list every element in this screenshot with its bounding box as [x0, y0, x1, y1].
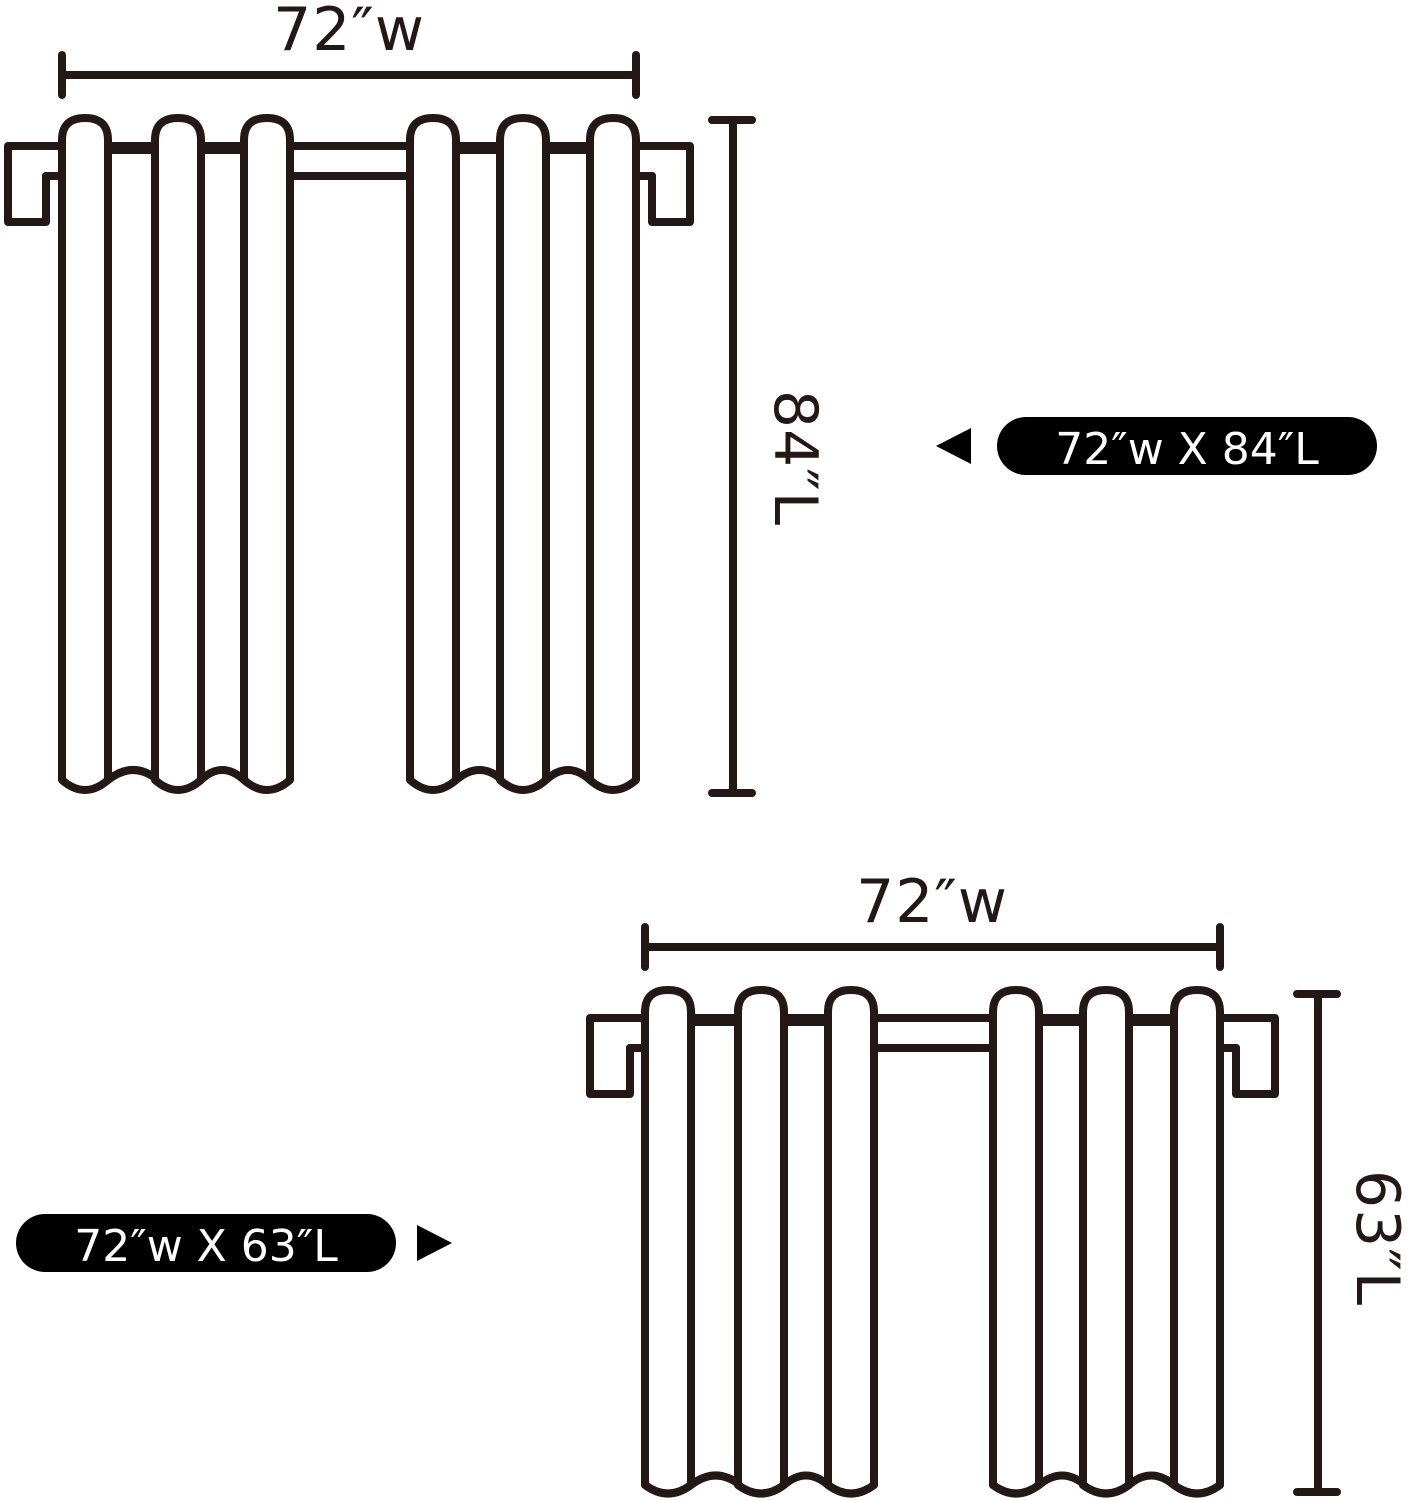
large-width-dimension-line	[58, 51, 640, 99]
large-curtain-illustration: 72″w 84″L	[4, 0, 1377, 797]
large-length-dimension-line	[708, 116, 756, 797]
large-width-label: 72″w	[273, 0, 425, 65]
small-length-dimension-line	[1293, 990, 1341, 1496]
small-length-label: 63″L	[1342, 1170, 1409, 1306]
large-length-label: 84″L	[760, 390, 830, 526]
large-right-panel	[406, 114, 640, 794]
small-size-badge-label: 72″w X 63″L	[74, 1221, 338, 1272]
small-right-panel	[989, 986, 1224, 1498]
large-size-badge-label: 72″w X 84″L	[1055, 424, 1319, 475]
small-width-label: 72″w	[856, 867, 1008, 937]
large-size-badge: 72″w X 84″L	[997, 417, 1377, 475]
small-size-badge: 72″w X 63″L	[16, 1214, 396, 1272]
triangle-right-icon	[417, 1225, 452, 1261]
large-left-panel	[58, 114, 294, 794]
small-left-panel	[641, 986, 878, 1498]
triangle-left-icon	[936, 428, 971, 464]
small-width-dimension-line	[641, 923, 1224, 971]
small-curtain-illustration: 72″w 63″L	[16, 867, 1409, 1498]
